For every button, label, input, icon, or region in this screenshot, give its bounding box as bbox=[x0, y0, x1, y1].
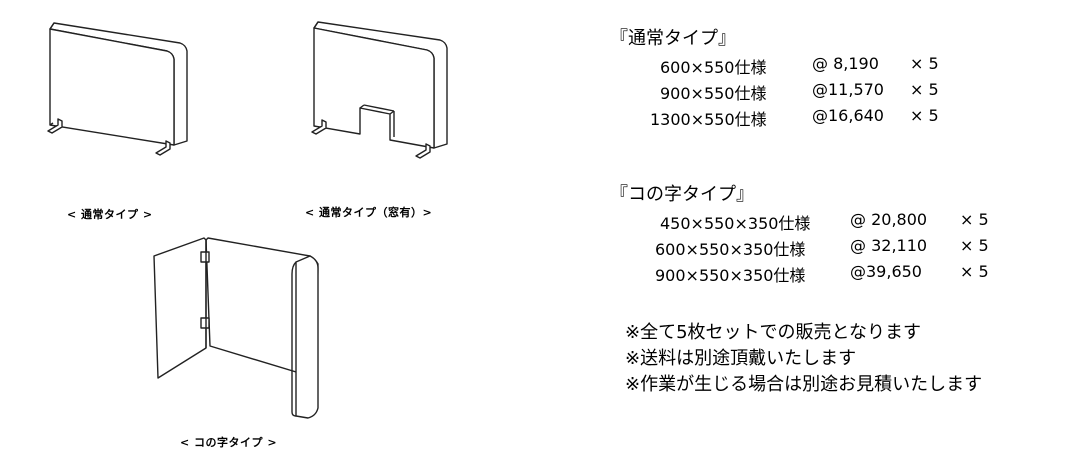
caption-u-shape: < コの字タイプ > bbox=[180, 436, 278, 449]
u-shape-type-title: 『コの字タイプ』 bbox=[610, 184, 754, 205]
qty: × 5 bbox=[910, 54, 939, 73]
note-estimate: ※作業が生じる場合は別途お見積いたします bbox=[625, 374, 983, 395]
price: @39,650 bbox=[850, 262, 922, 281]
spec: 900×550仕様 bbox=[660, 84, 767, 103]
spec: 1300×550仕様 bbox=[650, 110, 767, 129]
qty: × 5 bbox=[910, 106, 939, 125]
price: @ 20,800 bbox=[850, 210, 928, 229]
spec: 900×550×350仕様 bbox=[655, 266, 806, 285]
price: @ 8,190 bbox=[812, 54, 879, 73]
note-shipping: ※送料は別途頂戴いたします bbox=[625, 348, 857, 369]
note-set-of-five: ※全て5枚セットでの販売となります bbox=[625, 322, 921, 343]
price: @11,570 bbox=[812, 80, 884, 99]
spec: 600×550仕様 bbox=[660, 58, 767, 77]
window-panel-illustration bbox=[311, 21, 448, 159]
qty: × 5 bbox=[910, 80, 939, 99]
price: @16,640 bbox=[812, 106, 884, 125]
standard-type-title: 『通常タイプ』 bbox=[610, 28, 736, 49]
price: @ 32,110 bbox=[850, 236, 928, 255]
u-shape-panel-illustration bbox=[153, 237, 319, 419]
spec: 450×550×350仕様 bbox=[660, 214, 811, 233]
caption-standard-window: < 通常タイプ（窓有）> bbox=[305, 206, 433, 219]
spec: 600×550×350仕様 bbox=[655, 240, 806, 259]
qty: × 5 bbox=[960, 236, 989, 255]
standard-panel-illustration bbox=[47, 22, 188, 156]
qty: × 5 bbox=[960, 262, 989, 281]
qty: × 5 bbox=[960, 210, 989, 229]
caption-standard: < 通常タイプ > bbox=[67, 208, 153, 221]
